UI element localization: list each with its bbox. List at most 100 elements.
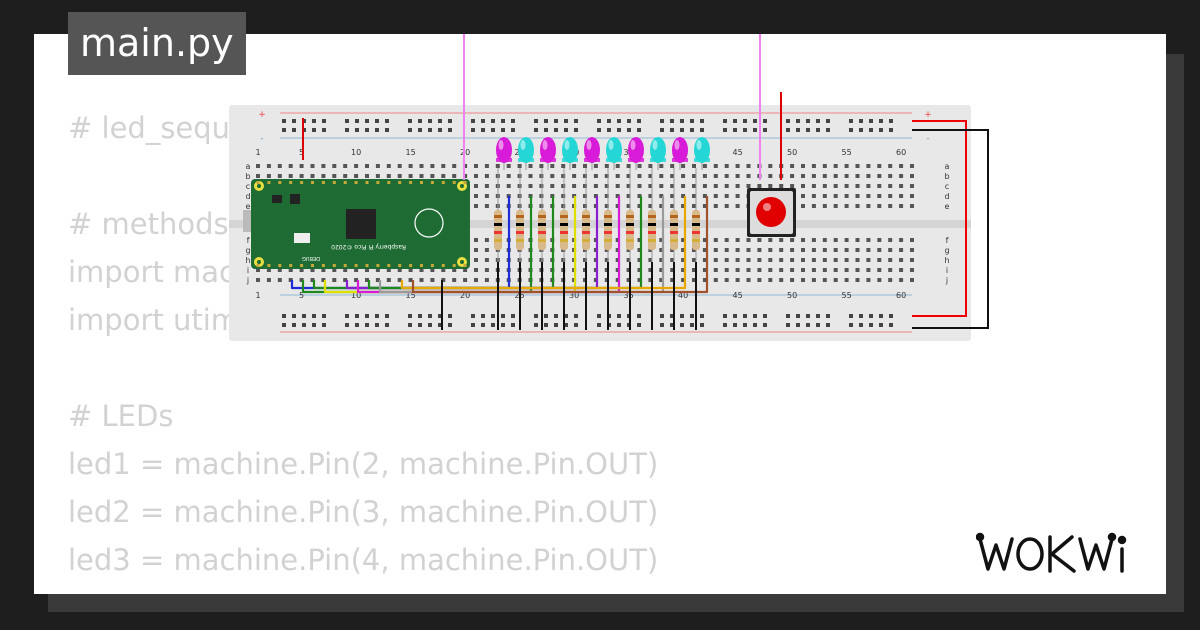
grid-hole: [713, 258, 718, 262]
grid-hole: [626, 248, 631, 252]
grid-hole: [713, 174, 718, 178]
grid-hole: [735, 278, 740, 282]
grid-hole: [866, 164, 871, 168]
pico-pin: [311, 181, 314, 184]
row-letter: g: [944, 246, 949, 255]
grid-hole: [844, 258, 849, 262]
grid-hole: [550, 164, 555, 168]
pico-pin: [430, 181, 434, 184]
grid-hole: [659, 268, 664, 272]
pico-pin: [441, 181, 445, 184]
grid-hole: [408, 278, 413, 282]
grid-hole: [419, 278, 424, 282]
grid-hole: [790, 258, 795, 262]
grid-hole: [648, 174, 653, 178]
pico-pin: [441, 264, 445, 267]
grid-hole: [637, 268, 642, 272]
grid-hole: [811, 184, 816, 188]
grid-hole: [702, 278, 707, 282]
rail-hole: [637, 119, 641, 123]
grid-hole: [659, 238, 664, 242]
rail-hole: [418, 323, 422, 327]
regulator: [272, 195, 282, 203]
grid-hole: [637, 258, 642, 262]
resistor-band: [670, 239, 678, 242]
grid-hole: [768, 258, 773, 262]
led-base: [562, 158, 578, 162]
rail-hole: [700, 314, 704, 318]
grid-hole: [681, 184, 686, 188]
grid-hole: [888, 184, 893, 188]
grid-hole: [288, 278, 293, 282]
rail-hole: [408, 323, 412, 327]
grid-hole: [528, 174, 533, 178]
grid-hole: [615, 204, 620, 208]
rail-hole: [375, 314, 379, 318]
grid-hole: [615, 278, 620, 282]
grid-hole: [561, 174, 566, 178]
grid-hole: [855, 174, 860, 178]
resistor-band: [648, 231, 656, 234]
rail-hole: [471, 119, 475, 123]
rail-hole: [743, 119, 747, 123]
grid-hole: [692, 174, 696, 178]
grid-hole: [375, 164, 380, 168]
rail-hole: [869, 128, 873, 132]
led-highlight: [608, 140, 614, 150]
pico-pin: [398, 264, 402, 267]
rail-hole: [796, 119, 800, 123]
rail-hole: [869, 323, 873, 327]
grid-hole: [833, 194, 838, 198]
grid-hole: [855, 248, 860, 252]
rail-hole: [385, 323, 389, 327]
row-letter: g: [245, 246, 250, 255]
grid-hole: [441, 278, 446, 282]
grid-hole: [779, 248, 784, 252]
grid-hole: [266, 278, 271, 282]
grid-hole: [256, 174, 260, 178]
grid-hole: [593, 164, 598, 168]
pico-pin: [365, 181, 369, 184]
grid-hole: [822, 204, 827, 208]
grid-hole: [910, 204, 914, 208]
grid-hole: [266, 268, 271, 272]
rail-hole: [806, 314, 810, 318]
pico-pin: [365, 264, 369, 267]
pico-pin: [289, 264, 293, 267]
grid-hole: [441, 164, 446, 168]
grid-hole: [288, 164, 293, 168]
grid-hole: [910, 174, 914, 178]
rail-hole: [345, 119, 349, 123]
grid-hole: [724, 278, 729, 282]
grid-hole: [365, 174, 369, 178]
pico-pin: [463, 181, 467, 184]
grid-hole: [561, 194, 566, 198]
grid-hole: [746, 238, 751, 242]
grid-hole: [899, 268, 904, 272]
rail-hole: [690, 314, 694, 318]
grid-hole: [484, 268, 489, 272]
grid-hole: [386, 174, 391, 178]
pico-pin: [256, 264, 260, 267]
grid-hole: [822, 258, 827, 262]
grid-hole: [692, 248, 696, 252]
grid-hole: [648, 248, 653, 252]
grid-hole: [561, 204, 566, 208]
grid-hole: [833, 174, 838, 178]
resistor-band: [626, 215, 634, 218]
grid-hole: [343, 174, 348, 178]
pico-pin: [343, 181, 347, 184]
grid-hole: [539, 194, 544, 198]
rail-hole: [438, 128, 442, 132]
grid-hole: [801, 194, 805, 198]
grid-hole: [844, 238, 849, 242]
rail-hole: [627, 119, 631, 123]
grid-hole: [604, 194, 609, 198]
grid-hole: [463, 174, 468, 178]
rail-hole: [869, 119, 873, 123]
grid-hole: [811, 194, 816, 198]
rail-hole: [491, 128, 495, 132]
rail-hole: [481, 314, 485, 318]
grid-hole: [877, 174, 882, 178]
